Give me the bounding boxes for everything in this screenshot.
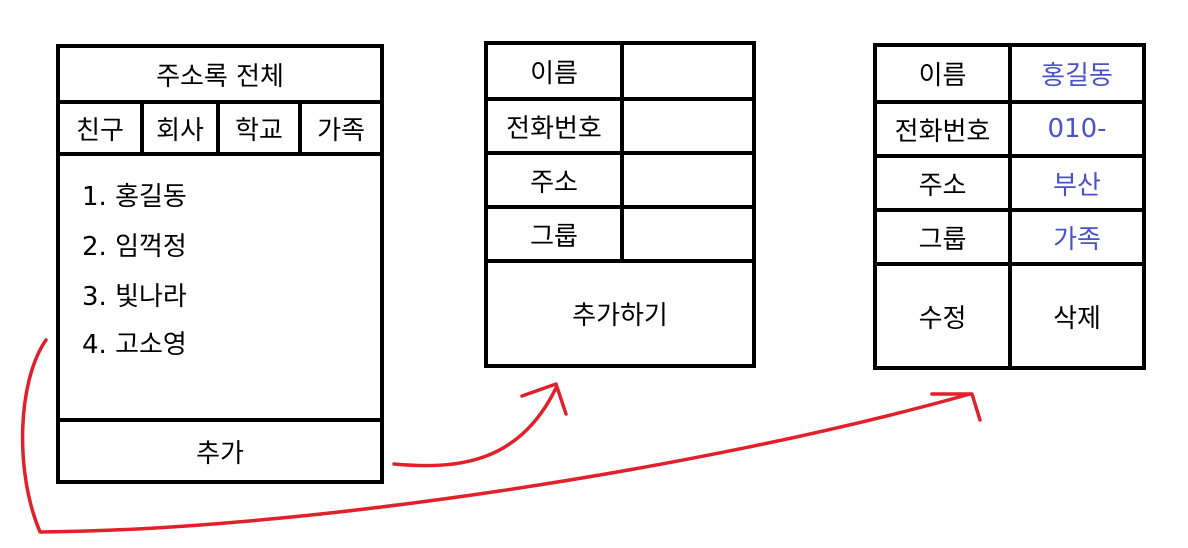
arrow-to-detail-head	[930, 392, 982, 422]
add-button[interactable]: 추가	[196, 438, 244, 469]
divider	[877, 100, 1142, 104]
divider	[877, 262, 1142, 266]
contact-list-item[interactable]: 4. 고소영	[82, 330, 187, 360]
phone-label: 전화번호	[506, 113, 602, 144]
divider	[1008, 47, 1012, 366]
contact-detail-screen: 이름 홍길동 전화번호 010- 주소 부산 그룹 가족 수정 삭제	[873, 43, 1146, 370]
tab-school[interactable]: 학교	[235, 115, 283, 146]
detail-group-label: 그룹	[918, 224, 967, 255]
submit-add-button[interactable]: 추가하기	[572, 301, 668, 331]
tab-friends[interactable]: 친구	[76, 115, 124, 146]
detail-group-value: 가족	[1053, 224, 1101, 255]
divider	[60, 152, 380, 156]
divider	[488, 151, 752, 155]
contact-list-item[interactable]: 1. 홍길동	[82, 182, 187, 212]
detail-name-value: 홍길동	[1041, 61, 1113, 91]
edit-button[interactable]: 수정	[918, 303, 967, 334]
group-label: 그룹	[530, 221, 578, 252]
arrow-to-detail	[20, 338, 972, 534]
detail-phone-label: 전화번호	[894, 116, 991, 147]
address-label: 주소	[530, 167, 578, 198]
detail-name-label: 이름	[918, 61, 967, 91]
detail-address-label: 주소	[918, 170, 967, 201]
divider	[877, 154, 1142, 158]
divider	[216, 104, 220, 152]
add-contact-screen: 이름 전화번호 주소 그룹 추가하기	[484, 41, 756, 368]
detail-phone-value: 010-	[1047, 114, 1107, 144]
divider	[60, 418, 380, 422]
divider	[877, 208, 1142, 212]
divider	[140, 104, 144, 152]
arrow-stroke-group	[20, 338, 982, 534]
divider	[488, 205, 752, 209]
address-book-title: 주소록 전체	[156, 61, 284, 92]
arrow-to-add-form-head	[520, 382, 568, 416]
delete-button[interactable]: 삭제	[1053, 303, 1101, 334]
tab-company[interactable]: 회사	[156, 115, 204, 146]
detail-address-value: 부산	[1053, 170, 1101, 201]
divider	[488, 97, 752, 101]
contact-list-item[interactable]: 2. 임꺽정	[82, 232, 187, 262]
divider	[60, 100, 380, 104]
name-label: 이름	[530, 58, 578, 89]
divider	[488, 259, 752, 263]
tab-family[interactable]: 가족	[317, 115, 365, 146]
address-book-screen: 주소록 전체 친구 회사 학교 가족 1. 홍길동 2. 임꺽정 3. 빛나라 …	[56, 44, 384, 484]
arrow-to-add-form	[392, 386, 558, 468]
divider	[298, 104, 302, 152]
contact-list-item[interactable]: 3. 빛나라	[82, 282, 187, 312]
